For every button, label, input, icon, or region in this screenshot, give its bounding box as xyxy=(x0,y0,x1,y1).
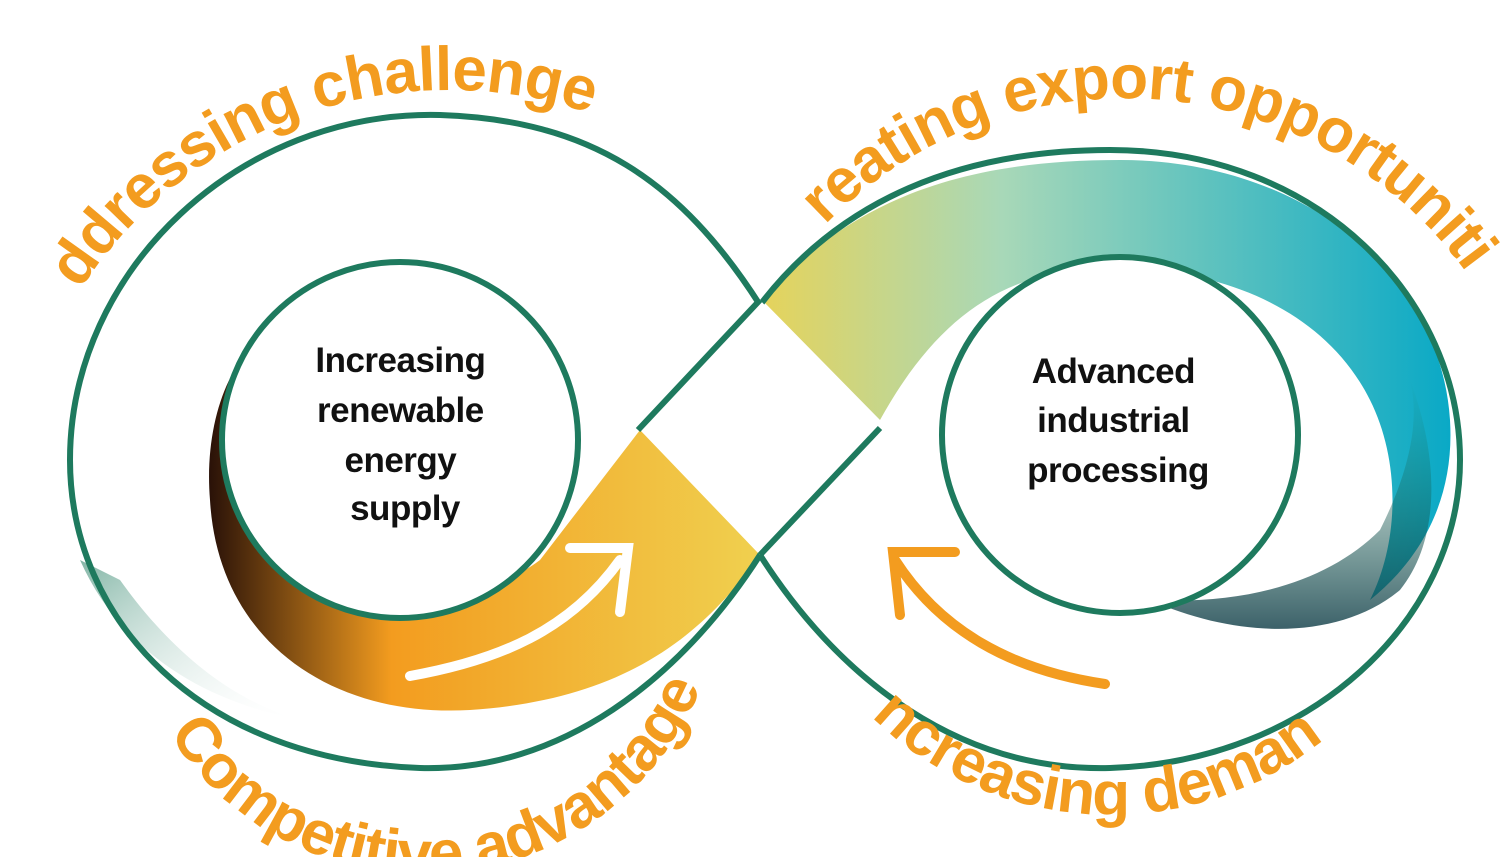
left-node-line: Increasing xyxy=(315,341,485,380)
right-node-line: industrial xyxy=(1037,401,1190,440)
crossing-edge-a xyxy=(635,297,763,433)
left-band-shade xyxy=(80,560,300,720)
left-node-line: renewable xyxy=(317,391,484,430)
left-inner-circle xyxy=(219,259,581,621)
left-band xyxy=(80,355,760,720)
right-inner-circle xyxy=(939,254,1301,616)
arc-label-top-left-text: Addressing challenges xyxy=(0,0,607,298)
curved-arrow-up-right-icon xyxy=(405,543,634,681)
right-band xyxy=(762,160,1451,629)
right-band-fill xyxy=(762,160,1451,600)
right-node-label: Advanced industrial processing xyxy=(1027,352,1209,490)
left-node-label: Increasing renewable energy supply xyxy=(315,341,494,528)
right-node-line: processing xyxy=(1027,451,1209,490)
left-node-line: energy xyxy=(344,441,457,480)
right-node-line: Advanced xyxy=(1032,352,1195,391)
left-node-line: supply xyxy=(350,489,461,528)
arc-label-top-left: Addressing challenges xyxy=(0,0,606,298)
right-band-shade xyxy=(1150,380,1432,629)
crossing-edge-b xyxy=(757,425,883,558)
curved-arrow-up-left-icon xyxy=(887,547,1110,689)
left-band-fill xyxy=(209,355,760,711)
